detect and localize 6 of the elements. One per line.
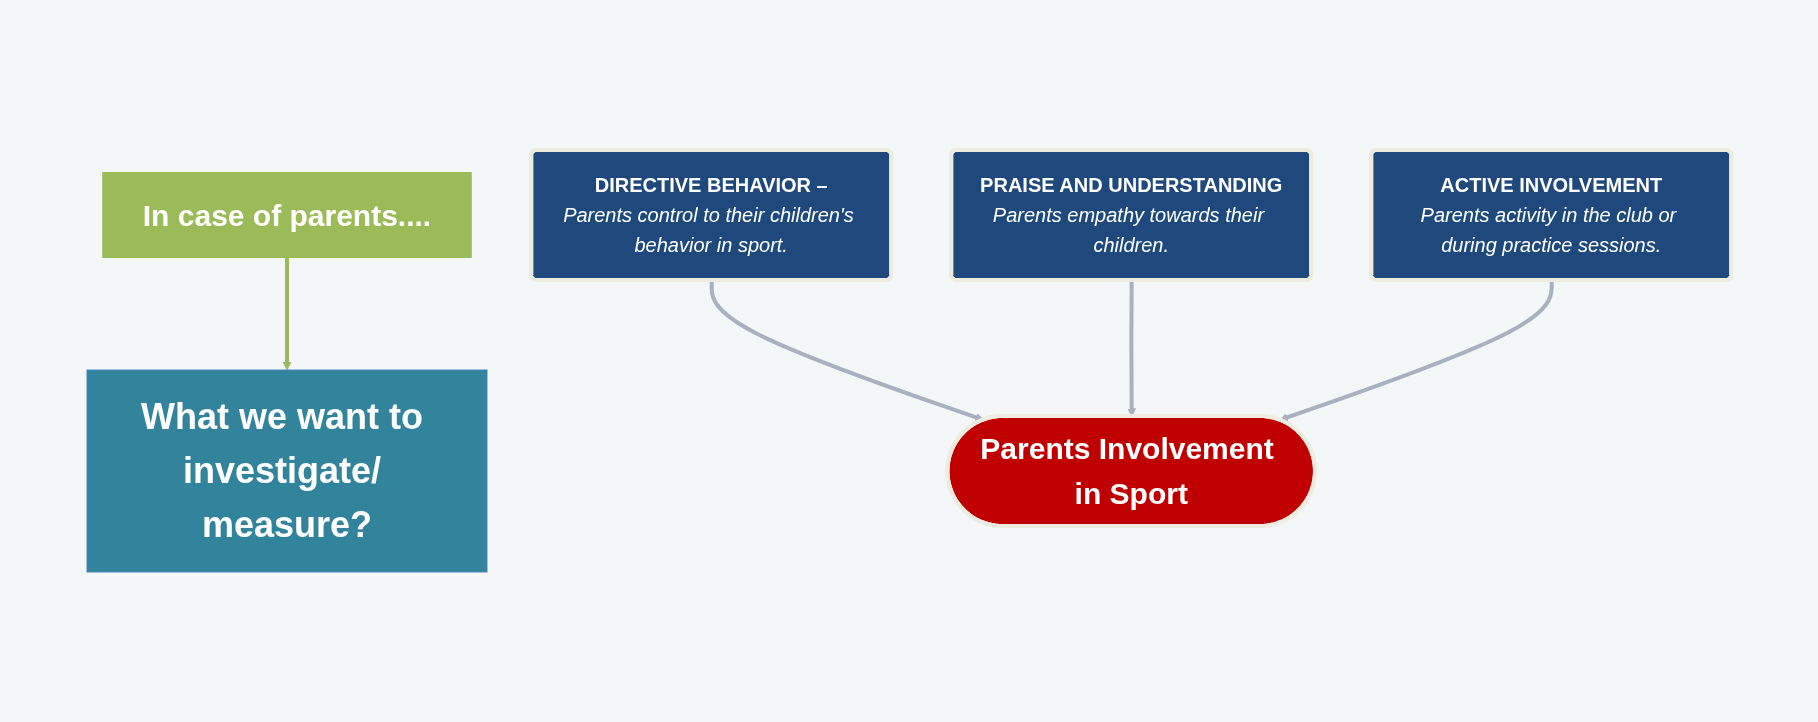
arrow: [1127, 280, 1136, 417]
arrow: [282, 257, 292, 371]
node-box: In case of parents....: [102, 172, 472, 258]
arrow: [709, 280, 984, 422]
node-box: What we want to investigate/ measure?: [86, 369, 488, 573]
arrow: [1279, 280, 1554, 422]
